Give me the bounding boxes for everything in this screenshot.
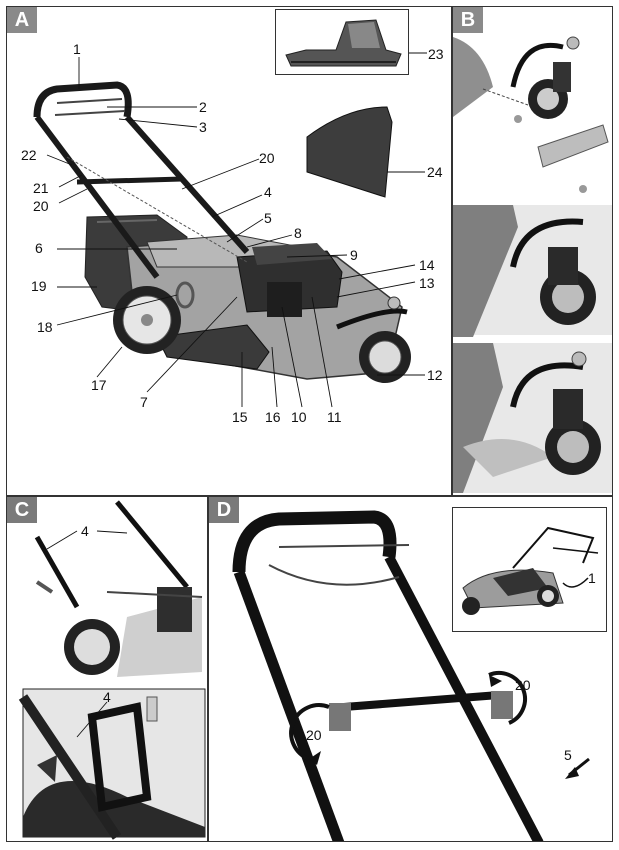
- callout-7: 7: [140, 394, 148, 410]
- panel-b: B: [452, 6, 613, 496]
- panel-c-tag: C: [7, 497, 37, 523]
- callout-19: 19: [31, 278, 47, 294]
- part-23-drawing: [285, 19, 402, 67]
- panel-a: A: [6, 6, 452, 496]
- callout-20-lower: 20: [33, 198, 49, 214]
- callout-15: 15: [232, 409, 248, 425]
- callout-8: 8: [294, 225, 302, 241]
- callout-16: 16: [265, 409, 281, 425]
- inset-folded-mower: 1: [452, 507, 607, 632]
- callout-21: 21: [33, 180, 49, 196]
- mower-illustration: [33, 52, 427, 408]
- folded-mower-drawing: [462, 526, 599, 615]
- panel-d: D 1 20 20 5: [208, 496, 613, 842]
- handle-mount-photos: [18, 500, 206, 840]
- callout-17: 17: [91, 377, 107, 393]
- callout-1: 1: [73, 41, 81, 57]
- callout-d-20-right: 20: [515, 677, 531, 693]
- front-wheel-photos: [453, 35, 612, 493]
- callout-22: 22: [21, 147, 37, 163]
- inset-part-23: [275, 9, 409, 75]
- callout-13: 13: [419, 275, 435, 291]
- panel-b-tag: B: [453, 7, 483, 33]
- callout-20-upper: 20: [259, 150, 275, 166]
- callout-2: 2: [199, 99, 207, 115]
- callout-4: 4: [264, 184, 272, 200]
- callout-3: 3: [199, 119, 207, 135]
- callout-5: 5: [264, 210, 272, 226]
- callout-c-4-bottom: 4: [103, 689, 111, 705]
- callout-14: 14: [419, 257, 435, 273]
- callout-d-20-left: 20: [306, 727, 322, 743]
- callout-18: 18: [37, 319, 53, 335]
- callout-10: 10: [291, 409, 307, 425]
- panel-c: C 4 4: [6, 496, 208, 842]
- callout-d-1: 1: [588, 570, 596, 586]
- callout-6: 6: [35, 240, 43, 256]
- callout-12: 12: [427, 367, 443, 383]
- callout-9: 9: [350, 247, 358, 263]
- callout-11: 11: [327, 409, 342, 425]
- callout-c-4-top: 4: [81, 523, 89, 539]
- callout-d-5: 5: [564, 747, 572, 763]
- panel-d-tag: D: [209, 497, 239, 523]
- callout-23: 23: [428, 46, 444, 62]
- callout-24: 24: [427, 164, 443, 180]
- panel-a-tag: A: [7, 7, 37, 33]
